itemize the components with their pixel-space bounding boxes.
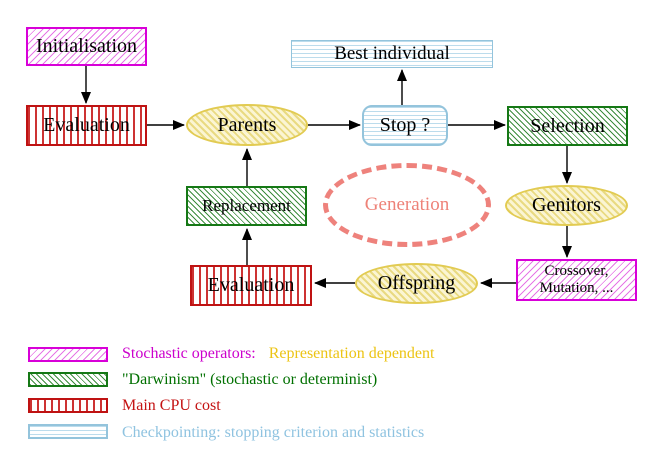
node-stop-label: Stop ? [379,114,431,136]
node-best-individual-label: Best individual [334,43,450,64]
node-selection: Selection [507,106,628,146]
node-selection-label: Selection [530,114,605,137]
legend-label-stochastic-operators: Stochastic operators: [122,345,256,362]
legend-label-cpu-cost: Main CPU cost [122,397,221,414]
node-evaluation-bottom: Evaluation [190,265,312,306]
legend-item-checkpointing: Checkpointing: stopping criterion and st… [122,424,424,442]
legend-item-cpu-cost: Main CPU cost [122,397,221,415]
node-best-individual: Best individual [291,40,493,68]
node-crossover-mutation: Crossover, Mutation, ... [516,259,637,301]
node-stop: Stop ? [362,105,448,146]
node-parents: Parents [186,104,308,146]
generation-loop-ellipse: Generation [323,163,491,247]
generation-label: Generation [364,194,450,215]
node-genitors: Genitors [505,185,628,226]
node-offspring-label: Offspring [377,272,456,294]
node-crossover-line2: Mutation, ... [539,280,614,296]
node-initialisation-label: Initialisation [35,35,138,57]
node-replacement: Replacement [186,186,307,226]
legend-item-stochastic-operators: Stochastic operators: Representation depe… [122,345,434,363]
node-crossover-line1: Crossover, [544,262,609,279]
node-initialisation: Initialisation [26,27,147,66]
node-replacement-label: Replacement [202,196,291,215]
node-parents-label: Parents [217,113,277,136]
legend-swatch-checkpointing [28,424,108,439]
node-evaluation-top-label: Evaluation [43,114,130,136]
legend-swatch-darwinism [28,372,108,387]
node-offspring: Offspring [355,263,478,304]
legend-swatch-cpu-cost [28,398,108,413]
legend-swatch-stochastic-operators [28,347,108,362]
node-genitors-label: Genitors [532,194,601,216]
legend-label-representation-dependent: Representation dependent [268,345,435,362]
node-evaluation-top: Evaluation [26,105,147,146]
legend-label-checkpointing: Checkpointing: stopping criterion and st… [122,424,425,441]
legend-item-darwinism: "Darwinism" (stochastic or determinist) [122,371,377,389]
node-evaluation-bottom-label: Evaluation [207,274,295,296]
legend-label-darwinism: "Darwinism" (stochastic or determinist) [122,371,378,388]
